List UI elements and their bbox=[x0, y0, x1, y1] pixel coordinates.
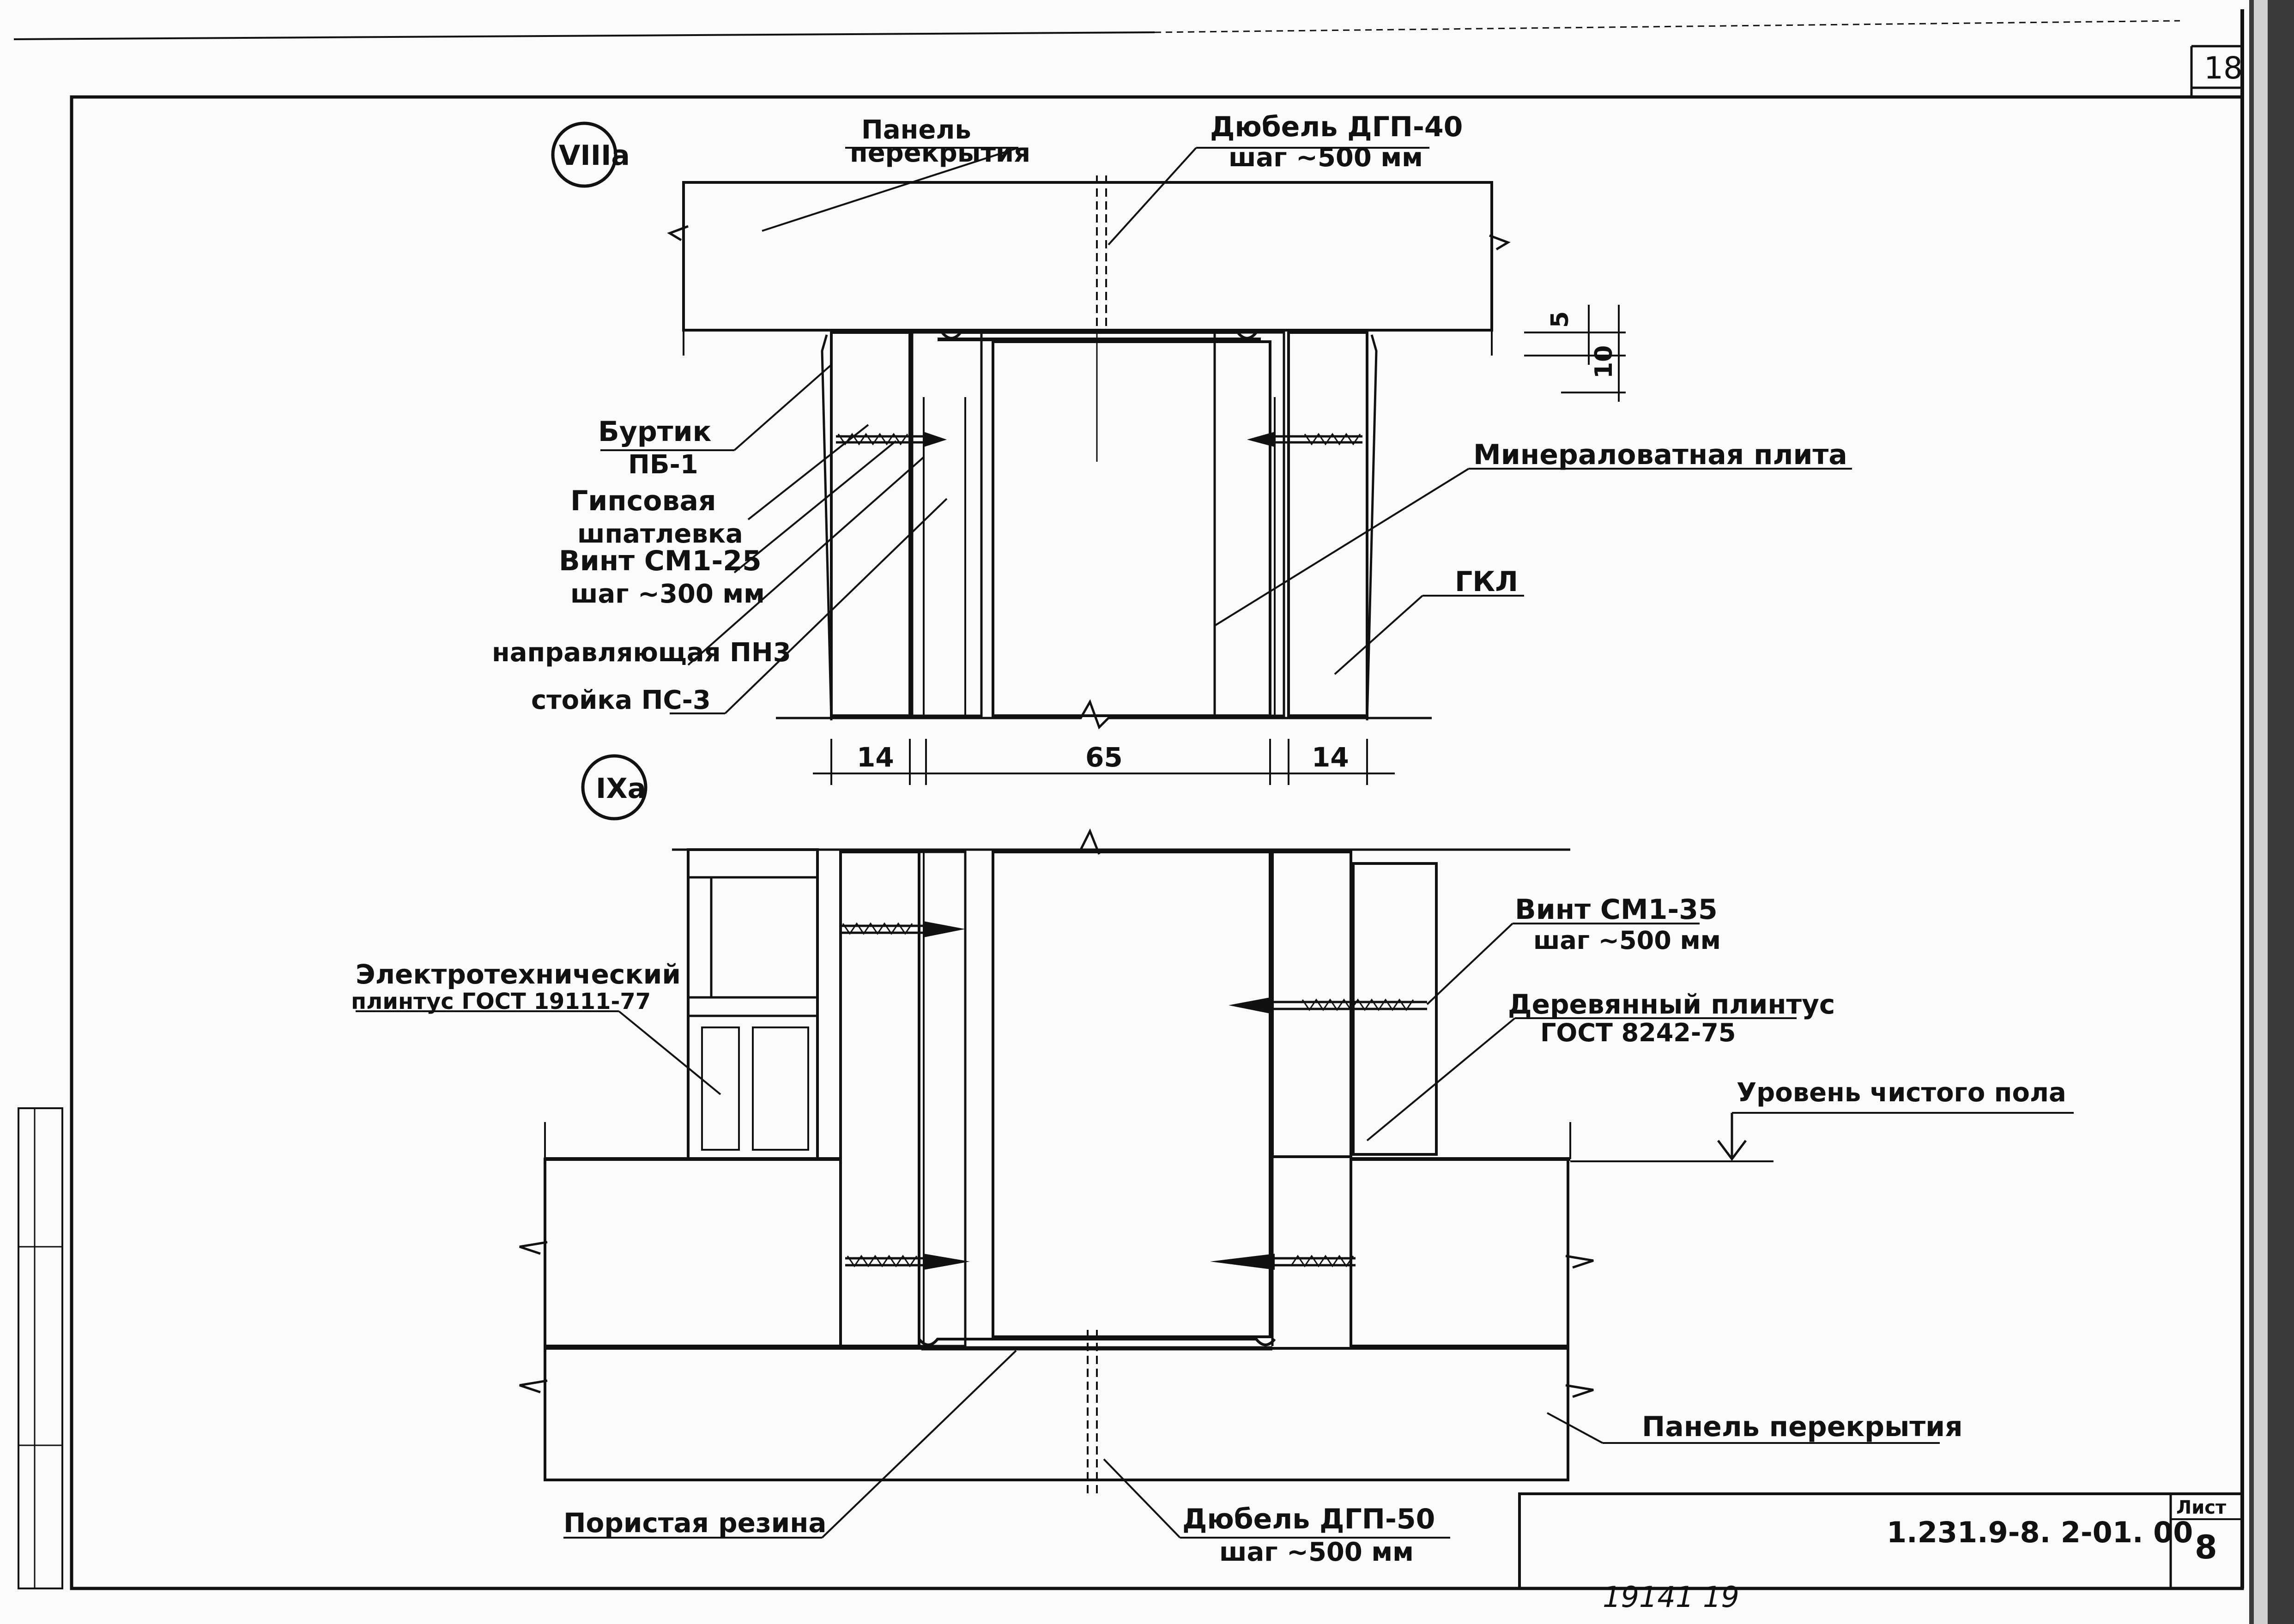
label-dowel-bottom-1: Дюбель ДГП-50 bbox=[1182, 1503, 1435, 1535]
section-viii-drawing bbox=[551, 121, 1511, 730]
label-putty-2: шпатлевка bbox=[577, 519, 743, 549]
section-ix-leaders bbox=[356, 923, 2074, 1539]
section-viii-leaders bbox=[600, 147, 1852, 714]
label-screw-bottom-1: Винт СМ1-35 bbox=[1515, 894, 1718, 926]
label-stud: стойка ПС-3 bbox=[531, 685, 711, 715]
handwritten-note: 19141 19 bbox=[1603, 1580, 1739, 1614]
dim-gap-10: 10 bbox=[1590, 345, 1618, 379]
sheet-number: 8 bbox=[2195, 1528, 2217, 1566]
sheet-frame bbox=[13, 0, 2294, 1624]
section-viii-dimensions bbox=[813, 305, 1626, 785]
dim-right-14: 14 bbox=[1312, 742, 1349, 773]
section-viii-marker: VIIIа bbox=[559, 139, 630, 172]
label-floor-level: Уровень чистого пола bbox=[1737, 1078, 2066, 1108]
label-bead-2: ПБ-1 bbox=[628, 450, 698, 480]
label-electric-2: плинтус ГОСТ 19111-77 bbox=[351, 989, 651, 1014]
label-mineral-wool: Минераловатная плита bbox=[1473, 439, 1847, 471]
label-floor-panel-bottom: Панель перекрытия bbox=[1642, 1411, 1963, 1443]
section-marker-circle bbox=[551, 121, 617, 188]
label-floor-panel-2: перекрытия bbox=[850, 138, 1030, 168]
title-block bbox=[1518, 1492, 2244, 1590]
dim-middle-65: 65 bbox=[1085, 742, 1123, 773]
section-ix-drawing bbox=[519, 754, 1594, 1496]
section-ix-marker: IXа bbox=[596, 773, 646, 805]
label-bead-1: Буртик bbox=[598, 416, 711, 448]
label-wood-plinth-1: Деревянный плинтус bbox=[1508, 989, 1835, 1020]
label-guide: направляющая ПН3 bbox=[492, 638, 791, 668]
label-putty-1: Гипсовая bbox=[570, 485, 716, 517]
label-floor-panel-1: Панель bbox=[861, 115, 971, 145]
sheet-label: Лист bbox=[2176, 1497, 2227, 1518]
page-number: 18 bbox=[2204, 50, 2243, 86]
label-dowel-bottom-2: шаг ~500 мм bbox=[1219, 1537, 1414, 1567]
label-wood-plinth-2: ГОСТ 8242-75 bbox=[1540, 1018, 1736, 1047]
label-screw-top-1: Винт СМ1-25 bbox=[559, 545, 762, 577]
label-gkl: ГКЛ bbox=[1455, 566, 1518, 598]
label-electric-1: Электротехнический bbox=[356, 959, 681, 990]
label-dowel-top-2: шаг ~500 мм bbox=[1229, 143, 1423, 173]
label-porous-rubber: Пористая резина bbox=[563, 1507, 827, 1539]
dim-gap-5: 5 bbox=[1546, 311, 1574, 328]
section-marker-circle-ix bbox=[581, 754, 648, 821]
label-screw-top-2: шаг ~300 мм bbox=[570, 579, 765, 609]
dim-left-14: 14 bbox=[857, 742, 894, 773]
label-screw-bottom-2: шаг ~500 мм bbox=[1533, 926, 1721, 955]
label-dowel-top-1: Дюбель ДГП-40 bbox=[1210, 111, 1463, 143]
document-code: 1.231.9-8. 2-01. 00 bbox=[1887, 1515, 2193, 1549]
